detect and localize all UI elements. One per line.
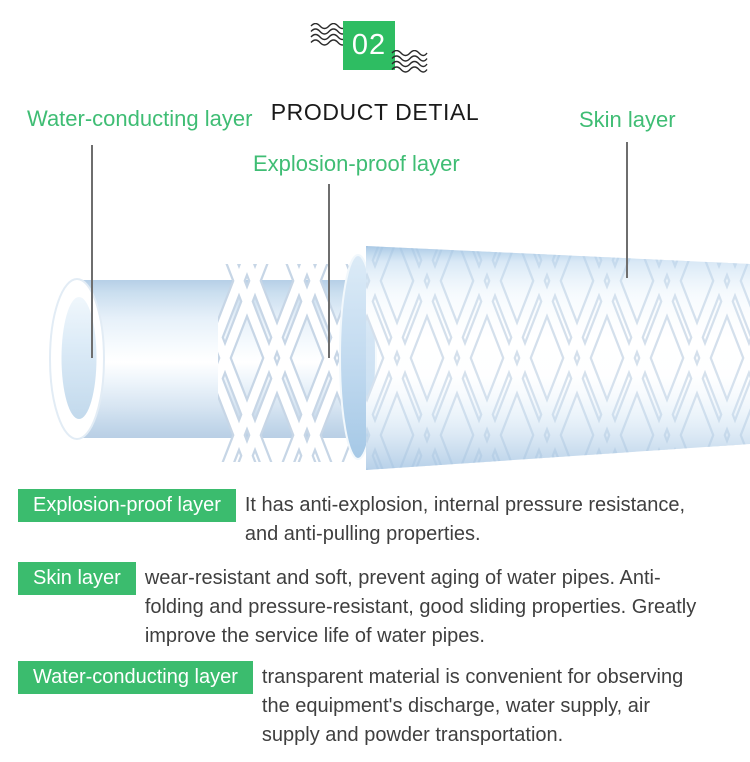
wave-squiggle-icon — [310, 23, 347, 46]
detail-tag-water-conducting: Water-conducting layer — [18, 661, 253, 694]
detail-text-explosion-proof: It has anti-explosion, internal pressure… — [244, 494, 686, 545]
detail-tag-explosion-proof: Explosion-proof layer — [18, 489, 236, 522]
callout-label-water-conducting-layer: Water-conducting layer — [27, 106, 253, 131]
callout-line-skin — [626, 142, 628, 278]
detail-row-water-conducting: Water-conducting layer transparent mater… — [18, 661, 712, 750]
detail-row-skin: Skin layer wear-resistant and soft, prev… — [18, 562, 700, 651]
callout-line-water — [91, 145, 93, 358]
hose-illustration — [49, 246, 750, 470]
wave-squiggle-icon — [391, 50, 428, 73]
detail-row-explosion-proof: Explosion-proof layer It has anti-explos… — [18, 489, 720, 549]
callout-label-skin-layer: Skin layer — [579, 107, 676, 132]
detail-text-water-conducting: transparent material is convenient for o… — [261, 666, 684, 746]
callout-line-explosion — [328, 184, 330, 358]
callout-label-explosion-proof-layer: Explosion-proof layer — [253, 151, 460, 176]
detail-tag-skin: Skin layer — [18, 562, 136, 595]
section-number-badge: 02 — [343, 21, 395, 70]
detail-text-skin: wear-resistant and soft, prevent aging o… — [144, 567, 697, 647]
page-title: PRODUCT DETIAL — [270, 99, 480, 126]
